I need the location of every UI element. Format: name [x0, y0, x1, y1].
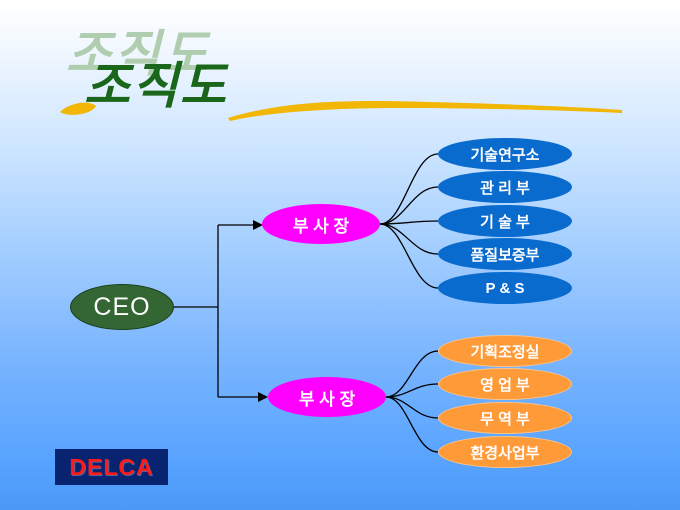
node-dept-p-and-s: P & S [438, 272, 572, 304]
node-vp-bottom: 부 사 장 [268, 377, 386, 417]
node-vp-top: 부 사 장 [262, 204, 380, 244]
delca-logo: DELCA [55, 449, 168, 485]
node-ceo: CEO [70, 284, 174, 330]
slide-title-ghost: 조직도 [66, 24, 210, 83]
node-dept-trade: 무 역 부 [438, 402, 572, 434]
node-dept-environment: 환경사업부 [438, 436, 572, 468]
node-dept-quality-assurance: 품질보증부 [438, 238, 572, 270]
node-dept-sales: 영 업 부 [438, 368, 572, 400]
node-dept-planning: 기획조정실 [438, 335, 572, 367]
slide-title: 조직도 [84, 56, 228, 115]
node-dept-management: 관 리 부 [438, 171, 572, 203]
arrowhead-vp-bottom [258, 392, 268, 402]
node-dept-tech-research: 기술연구소 [438, 138, 572, 170]
node-dept-technology: 기 술 부 [438, 205, 572, 237]
